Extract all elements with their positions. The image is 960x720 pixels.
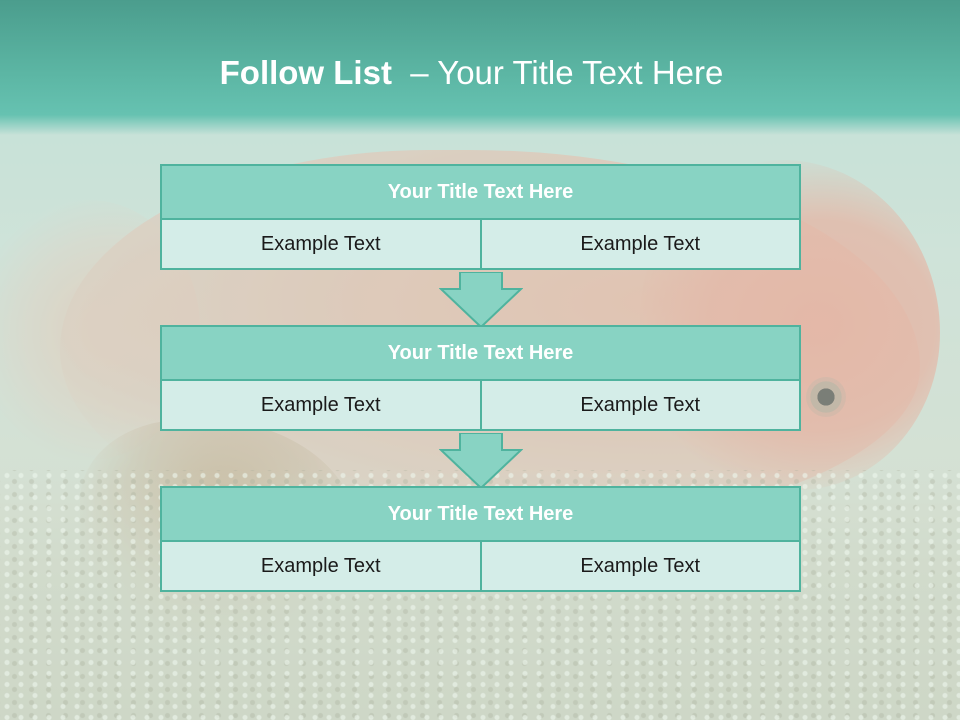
block-cell-right: Example Text — [479, 542, 801, 592]
list-block-3: Your Title Text Here Example Text Exampl… — [160, 486, 801, 592]
block-cell-right: Example Text — [479, 220, 801, 270]
block-cell-left: Example Text — [160, 542, 482, 592]
fish-eye — [806, 377, 846, 417]
block-cell-right: Example Text — [479, 381, 801, 431]
list-block-1: Your Title Text Here Example Text Exampl… — [160, 164, 801, 270]
down-arrow-icon — [439, 433, 523, 489]
slide-title: Follow List – Your Title Text Here — [0, 54, 943, 92]
block-title: Your Title Text Here — [160, 325, 801, 381]
title-band — [0, 0, 960, 135]
slide-title-rest: – Your Title Text Here — [391, 54, 724, 91]
block-row: Example Text Example Text — [160, 542, 801, 592]
block-title: Your Title Text Here — [160, 486, 801, 542]
down-arrow-icon — [439, 272, 523, 328]
list-block-2: Your Title Text Here Example Text Exampl… — [160, 325, 801, 431]
block-title: Your Title Text Here — [160, 164, 801, 220]
slide-title-bold: Follow List — [219, 54, 392, 91]
block-cell-left: Example Text — [160, 381, 482, 431]
block-row: Example Text Example Text — [160, 381, 801, 431]
block-cell-left: Example Text — [160, 220, 482, 270]
block-row: Example Text Example Text — [160, 220, 801, 270]
